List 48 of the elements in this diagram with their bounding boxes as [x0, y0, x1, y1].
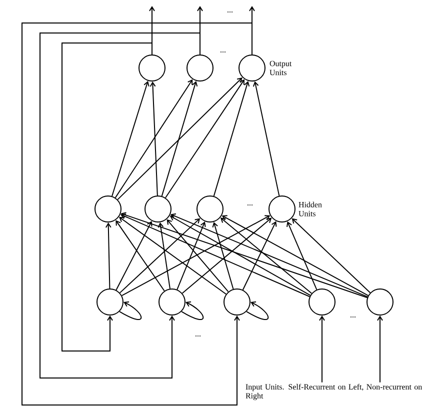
connection-arrow [158, 222, 170, 290]
unit-circle [138, 54, 166, 82]
unit-circle [158, 288, 186, 316]
connection-arrow [170, 213, 368, 298]
self-loop-arrow [246, 301, 269, 320]
unit-circle [94, 196, 122, 222]
connection-arrow [170, 215, 311, 296]
unit-circle [196, 196, 224, 222]
unit-circle [186, 54, 214, 82]
connection-arrow [161, 80, 198, 197]
unit-circle [144, 196, 172, 222]
connection-arrow [116, 221, 152, 290]
input-arrow [319, 316, 325, 383]
connection-arrow [121, 215, 270, 296]
connection-arrow [166, 219, 229, 292]
feedback-arrow [22, 22, 252, 406]
unit-circle [238, 54, 266, 82]
connection-arrow [112, 80, 150, 197]
connection-arrow [242, 221, 277, 290]
feedback-arrow [62, 42, 152, 352]
connection-arrow [165, 79, 245, 198]
self-loop-arrow [119, 301, 142, 320]
connection-arrow [212, 222, 234, 290]
connection-arrow [150, 82, 158, 196]
unit-circle [224, 288, 250, 316]
connection-arrow [120, 214, 310, 298]
unit-circle [268, 196, 296, 222]
connection-arrow [292, 218, 371, 294]
unit-circle [308, 288, 336, 316]
unit-circle [366, 288, 394, 316]
connection-arrow [116, 220, 165, 292]
unit-circle [96, 288, 124, 316]
connection-arrow [117, 77, 242, 200]
connection-arrow [105, 222, 112, 289]
input-arrow [377, 316, 383, 383]
connection-arrow [252, 81, 280, 196]
connection-arrow [286, 221, 318, 290]
connection-arrow [220, 218, 312, 294]
connection-arrow [222, 215, 369, 296]
connection-arrow [182, 218, 272, 294]
connection-arrow [114, 79, 193, 198]
connection-arrow [120, 212, 368, 298]
feedback-arrow [40, 32, 200, 378]
connection-arrow [118, 216, 227, 295]
self-loop-arrow [181, 301, 204, 320]
connection-arrow [119, 218, 200, 294]
connection-arrow [176, 222, 206, 290]
connection-arrow [213, 80, 250, 197]
